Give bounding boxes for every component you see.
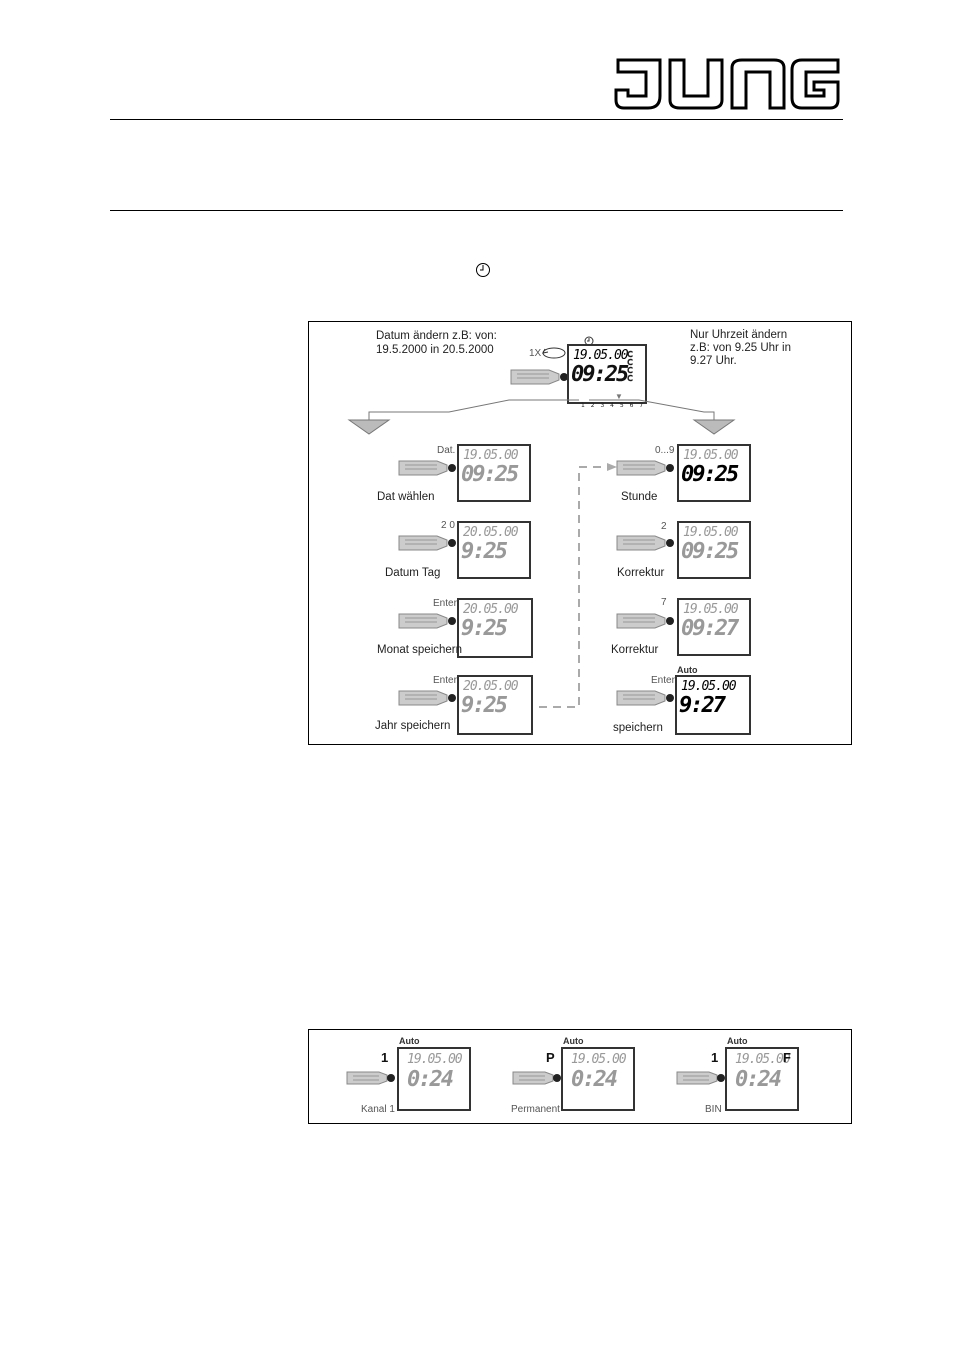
figure-date-time-setting: Datum ändern z.B: von: 19.5.2000 in 20.5… <box>308 321 852 745</box>
lcd-date: 20.05.00 <box>463 602 519 617</box>
left-step1-caption: Dat wählen <box>377 491 435 503</box>
hand-pointer-icon <box>510 369 568 385</box>
left-step4-caption: Jahr speichern <box>375 720 451 732</box>
header-rule-top <box>110 119 843 120</box>
hand-pointer-icon <box>398 613 456 629</box>
lcd-date: 19.05.00 <box>463 448 519 463</box>
lcd-left-step3: 20.05.00 9:25 <box>457 598 533 658</box>
right-step3-caption: Korrektur <box>611 644 659 656</box>
intro-right-line-2: z.B: von 9.25 Uhr in <box>690 342 791 354</box>
intro-line-2: 19.5.2000 in 20.5.2000 <box>376 344 494 356</box>
panel3-flag: F <box>783 1050 791 1065</box>
lcd-time: 09:27 <box>681 616 739 641</box>
lcd-date: 19.05.00 <box>681 679 737 694</box>
left-step2-caption: Datum Tag <box>385 567 441 579</box>
rotate-arrow-icon <box>542 347 566 359</box>
lcd-left-step4: 20.05.00 9:25 <box>457 675 533 735</box>
panel3-button-label: 1 <box>711 1050 719 1065</box>
panel1-button-label: 1 <box>381 1050 389 1065</box>
lcd-time: 09:25 <box>461 462 519 487</box>
lcd-display-start: 19.05.00 09:25 ▼ <box>567 344 647 404</box>
lcd-time: 9:27 <box>679 693 726 718</box>
right-step2-caption: Korrektur <box>617 567 665 579</box>
lcd-right-step2: 19.05.00 09:25 <box>677 521 751 579</box>
day-marker-icon: ▼ <box>615 392 623 401</box>
hand-pointer-icon <box>616 535 674 551</box>
clock-icon <box>475 262 491 278</box>
jung-logo <box>614 56 842 117</box>
figure1-left-intro: Datum ändern z.B: von: 19.5.2000 in 20.5… <box>376 329 497 357</box>
weekday-row: 1 2 3 4 5 6 7 <box>581 402 646 409</box>
lcd-panel3: 19.05.00 0:24 <box>725 1047 799 1111</box>
lcd-left-step2: 20.05.00 9:25 <box>457 521 531 579</box>
panel2-caption: Permanent <box>511 1104 560 1115</box>
left-step3-button-label: Enter <box>433 598 457 609</box>
lcd-left-step1: 19.05.00 09:25 <box>457 444 531 502</box>
intro-line-1: Datum ändern z.B: von: <box>376 330 497 342</box>
lcd-time: 09:25 <box>571 362 629 387</box>
press-count-label: 1X <box>529 348 542 359</box>
lcd-date: 19.05.00 <box>573 348 629 363</box>
panel2-button-label: P <box>546 1050 555 1065</box>
hand-pointer-icon <box>398 535 456 551</box>
lcd-right-step3: 19.05.00 09:27 <box>677 598 751 656</box>
right-step4-caption: speichern <box>613 722 663 734</box>
lcd-time: 9:25 <box>461 616 508 641</box>
hand-pointer-icon <box>616 460 674 476</box>
panel3-caption: BIN <box>705 1104 722 1115</box>
lcd-date: 19.05.00 <box>735 1052 791 1067</box>
left-step2-button-label: 2 0 <box>441 520 455 531</box>
right-step1-button-label: 0...9 <box>655 445 675 456</box>
left-step4-button-label: Enter <box>433 675 457 686</box>
panel3-mode-label: Auto <box>727 1036 748 1046</box>
lcd-time: 0:24 <box>571 1067 618 1092</box>
lcd-time: 0:24 <box>407 1067 454 1092</box>
lcd-date: 19.05.00 <box>683 602 739 617</box>
right-step3-button-label: 7 <box>661 597 667 608</box>
panel1-mode-label: Auto <box>399 1036 420 1046</box>
right-step1-caption: Stunde <box>621 491 658 503</box>
intro-right-line-1: Nur Uhrzeit ändern <box>690 329 788 341</box>
branch-arrows <box>347 399 736 435</box>
right-step4-button-label: Enter <box>651 675 675 686</box>
panel2-mode-label: Auto <box>563 1036 584 1046</box>
intro-right-line-3: 9.27 Uhr. <box>690 355 737 367</box>
lcd-date: 19.05.00 <box>571 1052 627 1067</box>
hand-pointer-icon <box>512 1071 561 1085</box>
lcd-time: 09:25 <box>681 462 739 487</box>
lcd-time: 9:25 <box>461 539 508 564</box>
lcd-date: 20.05.00 <box>463 679 519 694</box>
lcd-date: 19.05.00 <box>683 448 739 463</box>
left-step3-caption: Monat speichern <box>377 644 463 656</box>
lcd-date: 19.05.00 <box>407 1052 463 1067</box>
figure-channel-modes: 1 Auto 19.05.00 0:24 Kanal 1 P Auto 19.0… <box>308 1029 852 1124</box>
hand-pointer-icon <box>616 613 674 629</box>
hand-pointer-icon <box>346 1071 395 1085</box>
left-step1-button-label: Dat. <box>437 445 456 456</box>
hand-pointer-icon <box>676 1071 725 1085</box>
hand-pointer-icon <box>398 460 456 476</box>
header-rule-bottom <box>110 210 843 211</box>
hand-pointer-icon <box>398 690 456 706</box>
hand-pointer-icon <box>616 690 674 706</box>
right-step2-button-label: 2 <box>661 521 667 532</box>
lcd-time: 09:25 <box>681 539 739 564</box>
lcd-panel2: 19.05.00 0:24 <box>561 1047 635 1111</box>
lcd-date: 19.05.00 <box>683 525 739 540</box>
lcd-right-step1: 19.05.00 09:25 <box>677 444 751 502</box>
dashed-connector <box>539 463 617 708</box>
lcd-date: 20.05.00 <box>463 525 519 540</box>
figure1-right-intro: Nur Uhrzeit ändern z.B: von 9.25 Uhr in … <box>690 329 791 368</box>
mode-label: Auto <box>677 665 698 675</box>
panel1-caption: Kanal 1 <box>361 1104 395 1115</box>
lcd-time: 9:25 <box>461 693 508 718</box>
lcd-panel1: 19.05.00 0:24 <box>397 1047 471 1111</box>
lcd-right-step4: 19.05.00 9:27 <box>675 675 751 735</box>
lcd-time: 0:24 <box>735 1067 782 1092</box>
